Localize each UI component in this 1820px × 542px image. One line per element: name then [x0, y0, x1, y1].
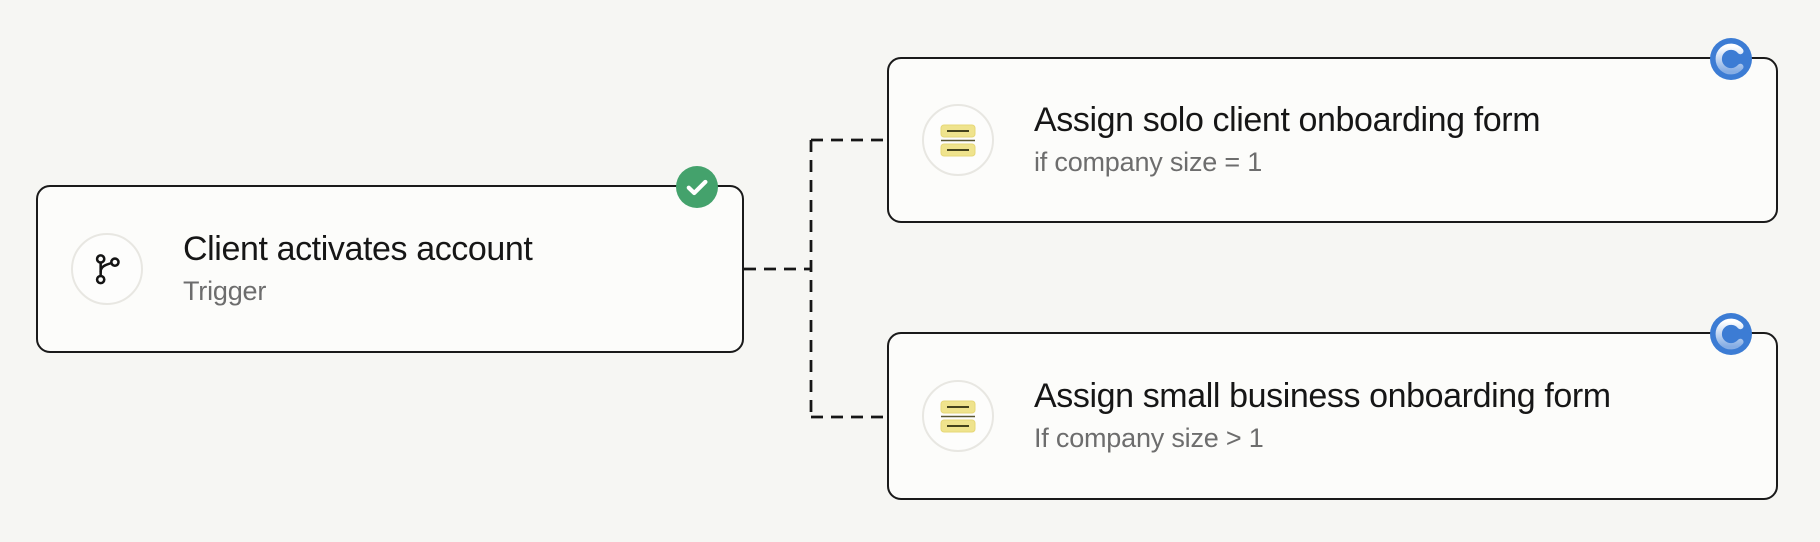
node-trigger[interactable]: Client activates account Trigger: [36, 166, 744, 353]
node-text: Assign small business onboarding form If…: [1034, 377, 1611, 453]
node-subtitle: if company size = 1: [1034, 146, 1263, 177]
form-icon: [922, 380, 994, 452]
status-complete-badge: [676, 166, 718, 208]
node-branch-small-business[interactable]: Assign small business onboarding form If…: [887, 313, 1778, 500]
node-subtitle: Trigger: [183, 275, 267, 306]
node-title: Assign small business onboarding form: [1034, 377, 1611, 416]
node-subtitle: If company size > 1: [1034, 422, 1264, 453]
node-title: Client activates account: [183, 230, 533, 269]
git-branch-icon: [71, 233, 143, 305]
node-branch-solo[interactable]: Assign solo client onboarding form if co…: [887, 38, 1778, 223]
node-text: Client activates account Trigger: [183, 230, 533, 306]
status-running-badge: [1710, 38, 1752, 80]
form-icon: [922, 104, 994, 176]
node-title: Assign solo client onboarding form: [1034, 101, 1541, 140]
node-text: Assign solo client onboarding form if co…: [1034, 101, 1541, 177]
status-running-badge: [1710, 313, 1752, 355]
